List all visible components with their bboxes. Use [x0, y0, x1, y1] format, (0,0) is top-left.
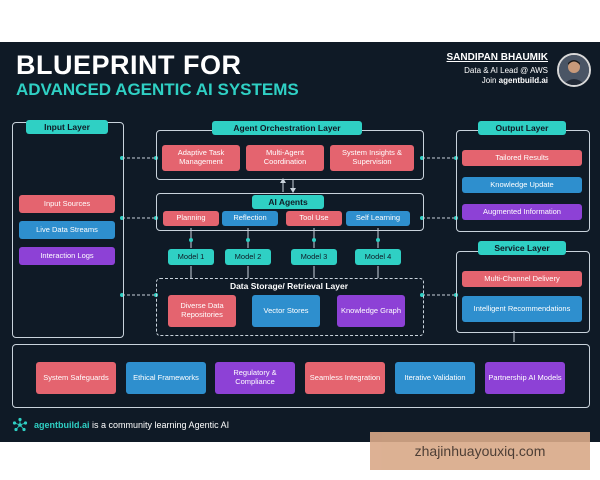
model-4-box: Model 4	[355, 249, 401, 265]
partnership-ai-models-box: Partnership AI Models	[485, 362, 565, 394]
vector-stores-box: Vector Stores	[252, 295, 320, 327]
avatar	[557, 53, 591, 87]
output-layer-title: Output Layer	[478, 121, 566, 135]
model-1-box: Model 1	[168, 249, 214, 265]
tool-use-box: Tool Use	[286, 211, 342, 226]
data-layer-title: Data Storage/ Retrieval Layer	[229, 281, 349, 291]
footer-text: agentbuild.ai is a community learning Ag…	[34, 420, 229, 430]
seamless-integration-box: Seamless Integration	[305, 362, 385, 394]
input-sources-box: Input Sources	[19, 195, 115, 213]
avatar-person-icon	[559, 55, 589, 85]
reflection-box: Reflection	[222, 211, 278, 226]
author-join: Join agentbuild.ai	[482, 76, 548, 85]
iterative-validation-box: Iterative Validation	[395, 362, 475, 394]
multi-agent-coordination-box: Multi-Agent Coordination	[246, 145, 324, 171]
footer-brand[interactable]: agentbuild.ai	[34, 420, 90, 430]
bottom-bar-frame	[12, 344, 590, 408]
agentbuild-logo-icon	[12, 417, 28, 433]
system-insights-supervision-box: System Insights & Supervision	[330, 145, 414, 171]
orchestration-layer-title: Agent Orchestration Layer	[212, 121, 362, 135]
author-name[interactable]: SANDIPAN BHAUMIK	[446, 52, 548, 63]
self-learning-box: Self Learning	[346, 211, 410, 226]
service-layer-title: Service Layer	[478, 241, 566, 255]
intelligent-recommendations-box: Intelligent Recommendations	[462, 296, 582, 322]
system-safeguards-box: System Safeguards	[36, 362, 116, 394]
author-join-prefix: Join	[481, 76, 499, 85]
footer-tagline: is a community learning Agentic AI	[89, 420, 230, 430]
connector-lines	[120, 156, 515, 342]
data-layer-frame	[156, 278, 424, 336]
page-title-line2: ADVANCED AGENTIC AI SYSTEMS	[16, 80, 299, 99]
model-2-box: Model 2	[225, 249, 271, 265]
augmented-information-box: Augmented Information	[462, 204, 582, 220]
model-3-box: Model 3	[291, 249, 337, 265]
author-join-site[interactable]: agentbuild.ai	[498, 76, 548, 85]
page-title-line1: BLUEPRINT FOR	[16, 50, 242, 80]
ai-agents-frame	[156, 193, 424, 231]
ethical-frameworks-box: Ethical Frameworks	[126, 362, 206, 394]
regulatory-compliance-box: Regulatory & Compliance	[215, 362, 295, 394]
knowledge-graph-box: Knowledge Graph	[337, 295, 405, 327]
author-role: Data & AI Lead @ AWS	[464, 66, 548, 75]
tailored-results-box: Tailored Results	[462, 150, 582, 166]
adaptive-task-management-box: Adaptive Task Management	[162, 145, 240, 171]
multi-channel-delivery-box: Multi-Channel Delivery	[462, 271, 582, 287]
input-layer-title: Input Layer	[26, 120, 108, 134]
diverse-data-repositories-box: Diverse Data Repositories	[168, 295, 236, 327]
ai-agents-title: AI Agents	[252, 195, 324, 209]
interaction-logs-box: Interaction Logs	[19, 247, 115, 265]
planning-box: Planning	[163, 211, 219, 226]
blueprint-card: BLUEPRINT FOR ADVANCED AGENTIC AI SYSTEM…	[0, 42, 600, 442]
knowledge-update-box: Knowledge Update	[462, 177, 582, 193]
watermark: zhajinhuayouxiq.com	[370, 432, 590, 470]
live-data-streams-box: Live Data Streams	[19, 221, 115, 239]
